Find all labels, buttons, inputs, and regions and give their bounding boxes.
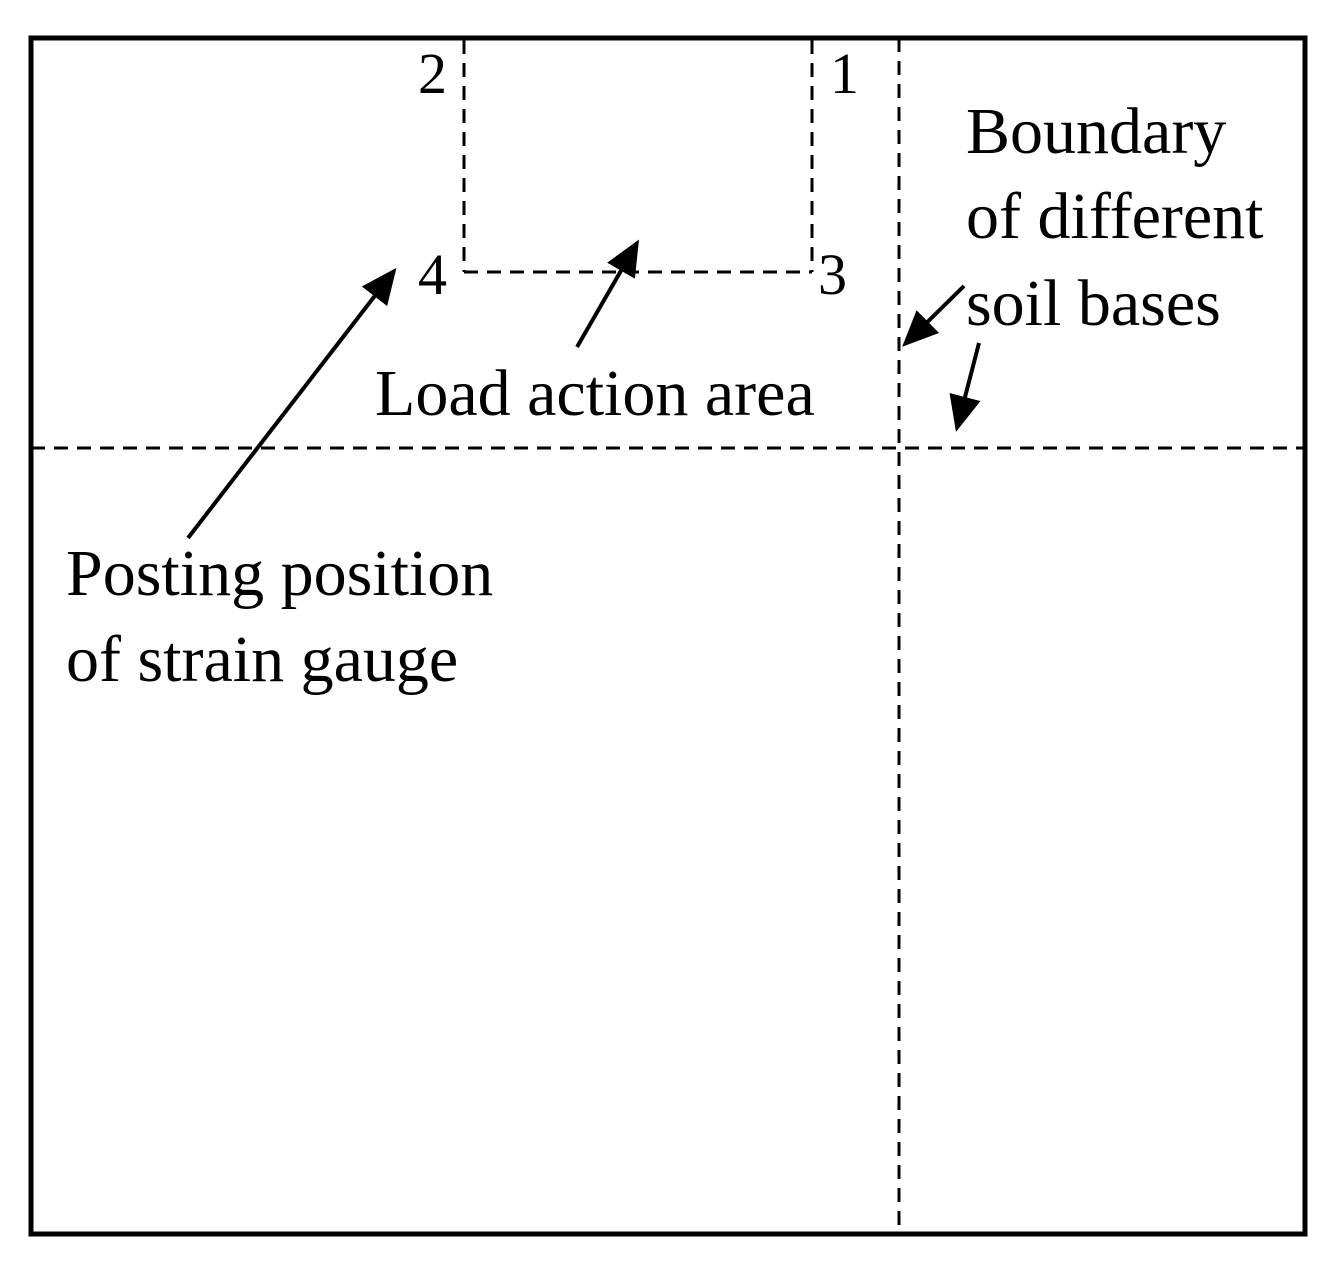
load-action-area-label: Load action area: [375, 357, 815, 430]
boundary-label-line1: Boundary: [966, 95, 1226, 168]
outer-frame: [28, 35, 1308, 1237]
boundary-label-line2: of different: [966, 180, 1263, 253]
load-area-arrow: [575, 239, 639, 348]
corner-label-3: 3: [818, 242, 847, 307]
corner-label-4: 4: [418, 242, 447, 307]
boundary-arrow-vertical: [902, 284, 966, 347]
strain-gauge-label-line2: of strain gauge: [66, 623, 458, 696]
boundary-label-line3: soil bases: [966, 267, 1221, 340]
boundary-arrow-horizontal: [949, 342, 981, 432]
corner-label-1: 1: [830, 41, 859, 106]
strain-gauge-label-line1: Posting position: [66, 537, 493, 610]
load-action-area-outline: [462, 40, 814, 274]
corner-label-2: 2: [418, 41, 447, 106]
strain-gauge-arrow: [186, 267, 397, 540]
